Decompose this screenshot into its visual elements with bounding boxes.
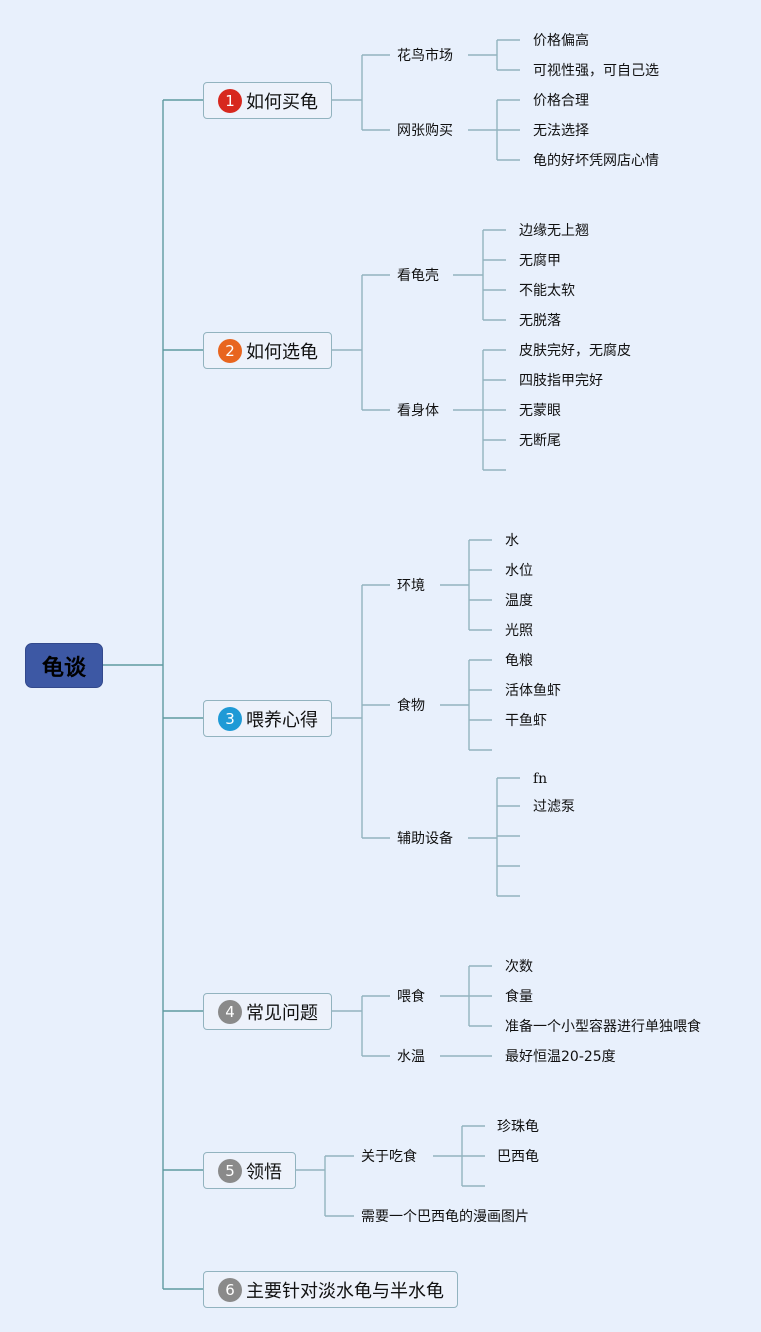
topic-node-4[interactable]: 4 常见问题 — [203, 993, 332, 1030]
topic-label-6: 主要针对淡水龟与半水龟 — [246, 1280, 444, 1302]
leaf-3-1-1[interactable]: 水 — [505, 533, 519, 549]
leaf-2-2-1[interactable]: 皮肤完好，无腐皮 — [519, 343, 631, 359]
topic-label-4: 常见问题 — [246, 1002, 318, 1024]
leaf-3-1-2[interactable]: 水位 — [505, 563, 533, 579]
leaf-3-2-1[interactable]: 龟粮 — [505, 653, 533, 669]
leaf-4-1-2[interactable]: 食量 — [505, 989, 533, 1005]
leaf-1-1-2[interactable]: 可视性强，可自己选 — [533, 63, 659, 79]
number-badge-3: 3 — [218, 706, 242, 731]
topic-label-5: 领悟 — [246, 1161, 282, 1183]
subtopic-3-1[interactable]: 环境 — [397, 578, 425, 594]
leaf-2-2-3[interactable]: 无蒙眼 — [519, 403, 561, 419]
leaf-3-1-4[interactable]: 光照 — [505, 623, 533, 639]
leaf-1-2-2[interactable]: 无法选择 — [533, 123, 589, 139]
leaf-3-1-3[interactable]: 温度 — [505, 593, 533, 609]
leaf-2-2-4[interactable]: 无断尾 — [519, 433, 561, 449]
leaf-1-2-3[interactable]: 龟的好坏凭网店心情 — [533, 153, 659, 169]
number-badge-4: 4 — [218, 999, 242, 1024]
root-node[interactable]: 龟谈 — [25, 643, 103, 688]
topic-node-3[interactable]: 3 喂养心得 — [203, 700, 332, 737]
subtopic-5-2[interactable]: 需要一个巴西龟的漫画图片 — [361, 1209, 529, 1225]
subtopic-4-1[interactable]: 喂食 — [397, 989, 425, 1005]
subtopic-3-3[interactable]: 辅助设备 — [397, 831, 453, 847]
leaf-2-1-3[interactable]: 不能太软 — [519, 283, 575, 299]
leaf-2-1-1[interactable]: 边缘无上翘 — [519, 223, 589, 239]
number-badge-2: 2 — [218, 338, 242, 363]
leaf-5-1-1[interactable]: 珍珠龟 — [497, 1119, 539, 1135]
leaf-4-1-1[interactable]: 次数 — [505, 959, 533, 975]
leaf-5-1-2[interactable]: 巴西龟 — [497, 1149, 539, 1165]
number-badge-1: 1 — [218, 88, 242, 113]
subtopic-1-2[interactable]: 网张购买 — [397, 123, 453, 139]
leaf-2-1-2[interactable]: 无腐甲 — [519, 253, 561, 269]
leaf-3-2-2[interactable]: 活体鱼虾 — [505, 683, 561, 699]
leaf-4-1-3[interactable]: 准备一个小型容器进行单独喂食 — [505, 1019, 701, 1035]
leaf-3-3-1[interactable]: fn — [533, 771, 548, 787]
leaf-2-2-2[interactable]: 四肢指甲完好 — [519, 373, 603, 389]
topic-label-2: 如何选龟 — [246, 341, 318, 363]
subtopic-2-2[interactable]: 看身体 — [397, 403, 439, 419]
leaf-3-3-2[interactable]: 过滤泵 — [533, 799, 575, 815]
leaf-2-1-4[interactable]: 无脱落 — [519, 313, 561, 329]
subtopic-2-1[interactable]: 看龟壳 — [397, 268, 439, 284]
topic-node-2[interactable]: 2 如何选龟 — [203, 332, 332, 369]
leaf-1-1-1[interactable]: 价格偏高 — [533, 33, 589, 49]
number-badge-5: 5 — [218, 1158, 242, 1183]
leaf-4-2-1[interactable]: 最好恒温20-25度 — [505, 1049, 616, 1065]
subtopic-1-1[interactable]: 花鸟市场 — [397, 48, 453, 64]
leaf-3-2-3[interactable]: 干鱼虾 — [505, 713, 547, 729]
topic-node-1[interactable]: 1 如何买龟 — [203, 82, 332, 119]
subtopic-5-1[interactable]: 关于吃食 — [361, 1149, 417, 1165]
root-label: 龟谈 — [41, 655, 86, 681]
topic-node-6[interactable]: 6 主要针对淡水龟与半水龟 — [203, 1271, 458, 1308]
subtopic-4-2[interactable]: 水温 — [397, 1049, 425, 1065]
subtopic-3-2[interactable]: 食物 — [397, 698, 425, 714]
number-badge-6: 6 — [218, 1277, 242, 1302]
topic-label-1: 如何买龟 — [246, 91, 318, 113]
topic-label-3: 喂养心得 — [246, 709, 318, 731]
topic-node-5[interactable]: 5 领悟 — [203, 1152, 296, 1189]
leaf-1-2-1[interactable]: 价格合理 — [533, 93, 589, 109]
